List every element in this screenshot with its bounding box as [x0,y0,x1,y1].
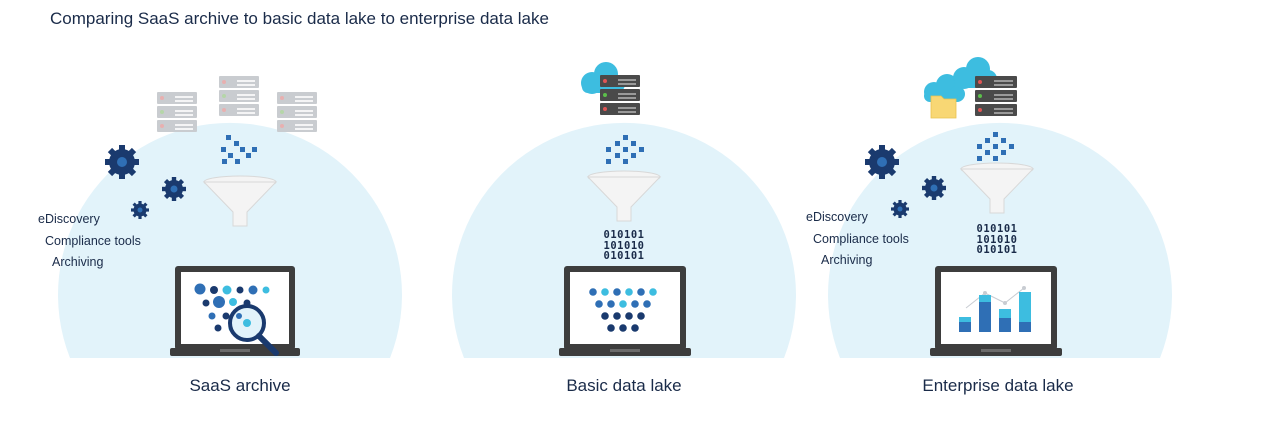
bar-chart-icon [959,286,1031,332]
laptop-icon [930,266,1062,356]
basic-data-lake-illustration [452,62,796,358]
background-circle [828,122,1172,358]
panel-enterprise-data-lake: eDiscovery Compliance tools Archiving 01… [800,40,1220,425]
page-title: Comparing SaaS archive to basic data lak… [50,9,549,28]
binary-line: 101010 [976,233,1018,246]
enterprise-data-lake-illustration [828,57,1172,358]
server-icon [277,92,317,132]
binary-line: 010101 [976,244,1018,256]
gear-icon [105,145,139,179]
server-icon [157,92,197,132]
data-pixels-icon [606,135,644,164]
panel-saas-archive: eDiscovery Compliance tools Archiving Sa… [38,40,430,425]
laptop-icon [559,266,691,356]
binary-line: 010101 [976,223,1018,235]
side-label-compliance-tools: Compliance tools [45,234,141,248]
background-circle [58,122,402,358]
binary-code: 010101 101010 010101 [594,230,654,262]
funnel-icon [586,170,662,222]
binary-code: 010101 101010 010101 [967,224,1027,256]
funnel-icon [959,162,1035,214]
binary-line: 010101 [603,229,645,241]
gear-icon [162,177,186,201]
side-label-archiving: Archiving [821,253,873,267]
data-dots [589,288,657,332]
side-label-ediscovery: eDiscovery [38,212,100,226]
search-results-dots [194,283,270,332]
saas-archive-illustration [58,76,402,358]
side-label-archiving: Archiving [52,255,104,269]
gear-icon [922,176,946,200]
binary-line: 010101 [603,250,645,262]
panel-basic-data-lake: 010101 101010 010101 Basic data lake [430,40,820,425]
data-pixels-icon [221,135,257,164]
panel-label: Enterprise data lake [922,376,1074,395]
background-circle [452,122,796,358]
data-pixels-icon [977,132,1014,161]
gear-icon [865,145,899,179]
panel-label: Basic data lake [566,376,682,395]
server-icon [600,75,640,115]
gear-icon [891,200,909,218]
panel-label: SaaS archive [189,376,291,395]
magnifier-icon [228,304,279,356]
side-label-compliance-tools: Compliance tools [813,232,909,246]
gear-icon [131,201,149,219]
side-label-ediscovery: eDiscovery [806,210,868,224]
binary-line: 101010 [603,239,645,252]
server-icon [219,76,259,116]
server-icon [975,76,1017,116]
funnel-icon [202,175,278,227]
folder-icon [930,95,957,119]
